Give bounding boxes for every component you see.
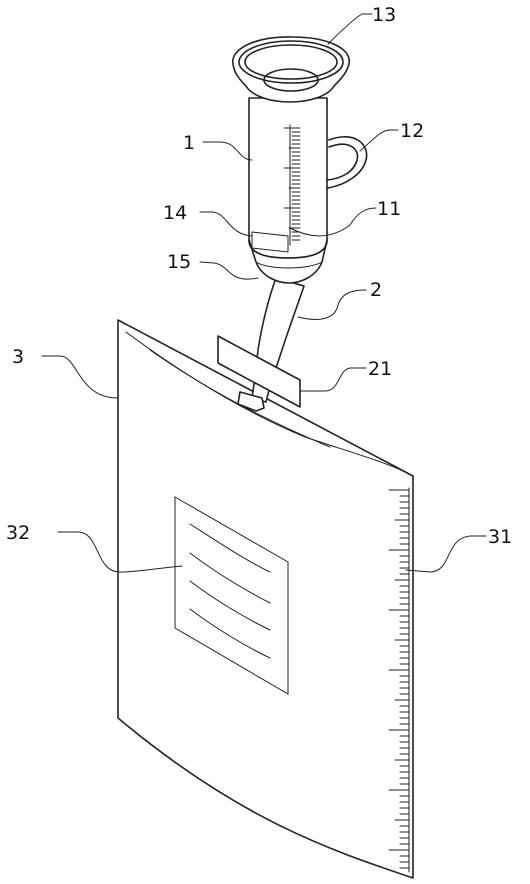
label-12: 12 (400, 120, 424, 142)
label-31: 31 (488, 526, 512, 548)
label-14: 14 (163, 202, 187, 224)
cup-label-patch (251, 231, 289, 253)
cup-body (248, 97, 328, 259)
funnel-opening (263, 68, 319, 92)
cup-scale-ticks (283, 127, 301, 241)
label-2: 2 (370, 279, 382, 301)
cup-handle (327, 135, 368, 189)
clip (217, 335, 301, 412)
measuring-cup (232, 36, 368, 284)
clip-tab (237, 391, 265, 412)
bag-label-card (174, 496, 289, 695)
label-15: 15 (167, 251, 191, 273)
label-21: 21 (368, 358, 392, 380)
leader-lines (41, 13, 487, 573)
funnel-rim (238, 40, 344, 84)
label-11: 11 (377, 198, 401, 220)
label-32: 32 (6, 522, 30, 544)
clip-plate (217, 335, 301, 408)
label-13: 13 (372, 4, 396, 26)
bag (117, 319, 414, 879)
label-3: 3 (12, 346, 24, 368)
bag-outline (117, 319, 414, 879)
label-1: 1 (183, 132, 195, 154)
bag-scale-ticks (388, 489, 410, 869)
reference-labels: 13 1 12 14 11 15 2 21 3 31 32 (6, 4, 512, 548)
